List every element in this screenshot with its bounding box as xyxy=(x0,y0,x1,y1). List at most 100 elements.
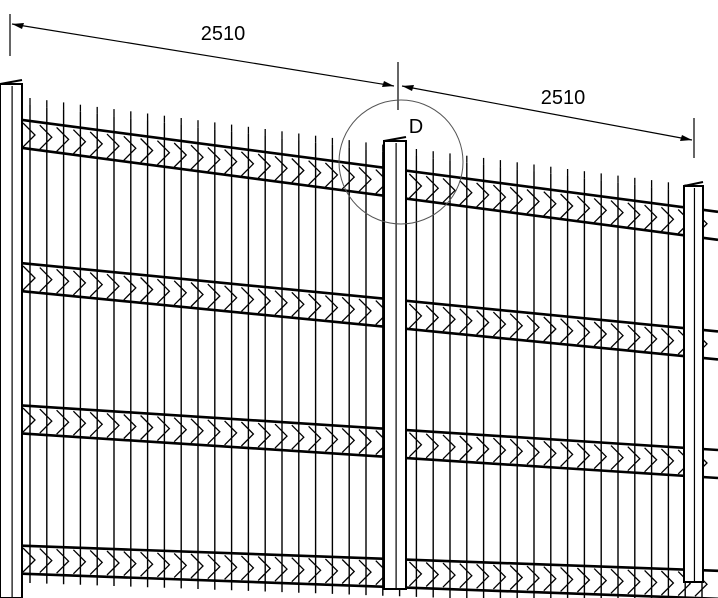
v-fold-chevron xyxy=(492,184,507,210)
v-fold-chevron xyxy=(123,414,137,439)
v-fold-chevron xyxy=(593,321,608,347)
horizontal-wire xyxy=(7,144,718,242)
v-fold-chevron xyxy=(140,277,154,302)
v-fold-chevron xyxy=(644,569,658,595)
v-fold-chevron xyxy=(123,551,137,577)
v-fold-chevron xyxy=(476,436,490,462)
v-fold-chevron xyxy=(207,146,221,172)
v-fold-chevron xyxy=(89,272,104,298)
v-fold-chevron xyxy=(459,563,473,589)
v-fold-chevron xyxy=(106,273,120,299)
v-fold-chevron xyxy=(173,280,188,306)
post-cap xyxy=(683,181,704,187)
v-fold-chevron xyxy=(224,285,238,311)
v-fold-chevron xyxy=(442,306,456,332)
v-fold-chevron xyxy=(627,324,641,350)
v-fold-chevron xyxy=(341,559,356,584)
v-fold-chevron xyxy=(22,122,36,148)
v-fold-chevron xyxy=(291,557,305,583)
v-fold-chevron xyxy=(156,416,171,442)
v-fold-chevron xyxy=(526,314,540,340)
v-fold-chevron xyxy=(509,186,524,212)
v-fold-chevron xyxy=(341,164,356,190)
v-fold-chevron xyxy=(576,567,591,593)
dimension-line-right: 2510 xyxy=(397,62,695,158)
post-body xyxy=(683,185,704,583)
v-fold-chevron xyxy=(526,439,540,465)
dimension-label-left: 2510 xyxy=(201,23,246,45)
v-fold-upper xyxy=(22,265,708,357)
v-fold-bottom xyxy=(22,547,708,597)
fence-post-right xyxy=(683,181,704,583)
v-fold-chevron xyxy=(526,565,540,591)
v-fold-chevron xyxy=(22,265,36,291)
v-fold-chevron xyxy=(341,296,356,322)
v-fold-chevron xyxy=(408,432,423,458)
v-fold-chevron xyxy=(341,427,356,453)
v-fold-chevron xyxy=(526,189,540,214)
fence-post-left xyxy=(0,79,23,598)
v-fold-chevron xyxy=(660,328,675,354)
arrowhead-right-end xyxy=(680,135,692,141)
v-fold-chevron xyxy=(240,421,255,447)
v-fold-chevron xyxy=(89,411,104,437)
v-fold-chevron xyxy=(257,288,272,314)
v-fold-chevron xyxy=(89,549,104,575)
v-fold-chevron xyxy=(240,151,255,177)
v-fold-chevron xyxy=(660,570,675,596)
v-fold-chevron xyxy=(476,182,490,208)
v-fold-chevron xyxy=(72,270,87,296)
dimension-label-right: 2510 xyxy=(541,87,586,109)
v-fold-chevron xyxy=(543,566,557,592)
v-fold-chevron xyxy=(576,319,591,345)
post-cap xyxy=(0,79,23,85)
v-fold-chevron xyxy=(308,557,322,583)
v-fold-chevron xyxy=(408,561,423,587)
v-fold-chevron xyxy=(543,316,557,342)
v-fold-chevron xyxy=(644,447,658,473)
detail-label: D xyxy=(409,116,423,138)
v-fold-chevron xyxy=(173,552,188,578)
v-fold-chevron xyxy=(677,571,692,597)
v-fold-chevron xyxy=(425,305,440,330)
v-fold-chevron xyxy=(459,435,473,461)
v-fold-chevron xyxy=(543,440,557,466)
v-fold-chevron xyxy=(156,552,171,578)
v-fold-chevron xyxy=(627,569,641,595)
v-fold-chevron xyxy=(224,149,238,175)
v-fold-chevron xyxy=(123,275,137,301)
v-fold-chevron xyxy=(358,429,372,454)
horizontal-wires xyxy=(7,116,718,598)
v-fold-chevron xyxy=(576,195,591,221)
v-fold-chevron xyxy=(324,558,339,584)
arrowhead-left-start xyxy=(12,23,24,29)
detail-callout: D xyxy=(338,99,464,225)
v-fold-chevron xyxy=(627,446,641,472)
v-fold-chevron xyxy=(106,412,120,438)
v-fold-chevron xyxy=(274,290,288,316)
v-fold-chevron xyxy=(408,303,423,329)
horizontal-wire xyxy=(7,431,718,480)
v-fold-chevron xyxy=(358,559,372,585)
v-fold-chevron xyxy=(324,295,339,321)
v-fold-chevron xyxy=(560,441,574,467)
v-fold-chevron xyxy=(240,286,255,312)
post-body xyxy=(0,83,23,598)
fence-posts xyxy=(0,79,704,598)
v-fold-chevron xyxy=(308,425,322,451)
post-cap xyxy=(383,136,407,142)
v-fold-chevron xyxy=(560,193,574,219)
v-fold-chevron xyxy=(173,142,188,168)
v-fold-chevron xyxy=(425,433,440,459)
detail-circle xyxy=(338,99,464,225)
v-fold-chevron xyxy=(324,426,339,452)
fence-post-middle xyxy=(383,136,407,590)
v-fold-chevron xyxy=(459,308,473,334)
v-fold-chevron xyxy=(140,138,154,163)
v-fold-chevron xyxy=(425,562,440,587)
v-fold-chevron xyxy=(140,551,154,577)
v-fold-chevron xyxy=(442,562,456,588)
v-fold-chevron xyxy=(492,564,507,590)
arrowhead-right-start xyxy=(402,85,414,91)
